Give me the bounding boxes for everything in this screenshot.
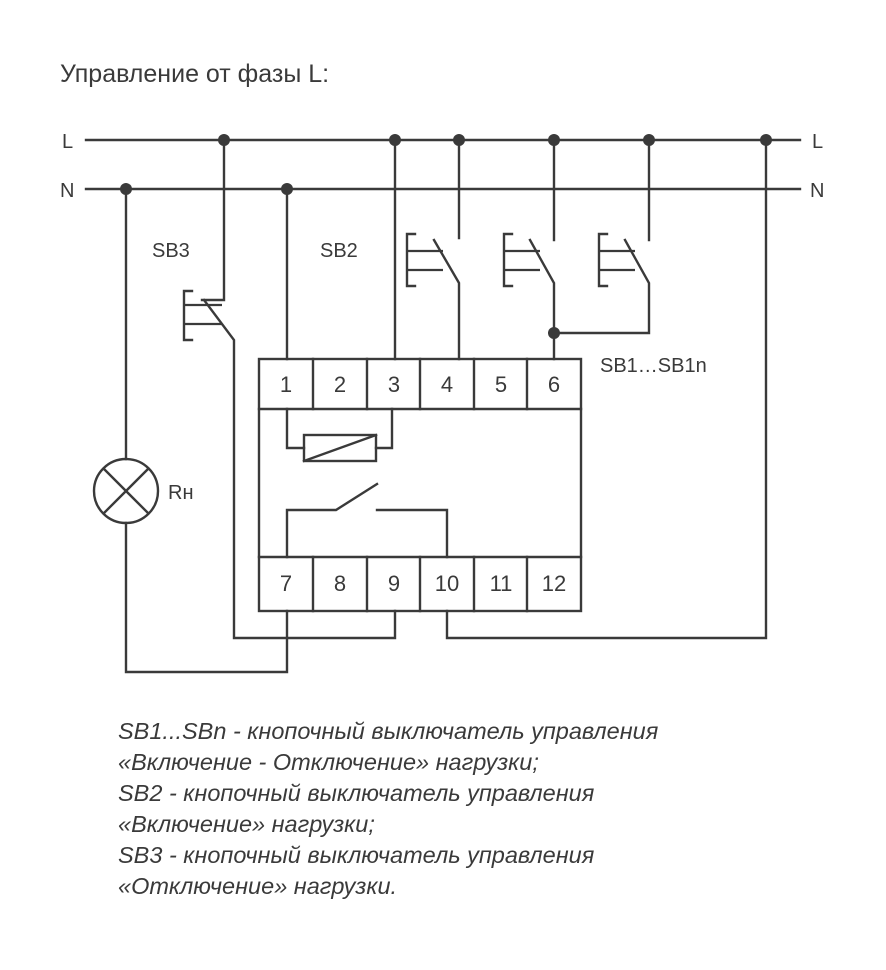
terminal-4: 4	[441, 372, 453, 397]
legend-line: SB1...SBn - кнопочный выключатель управл…	[118, 718, 659, 744]
terminal-9: 9	[388, 571, 400, 596]
neutral-label-right: N	[810, 180, 824, 202]
legend-line: «Включение - Отключение» нагрузки;	[118, 749, 539, 775]
diagram-title: Управление от фазы L:	[60, 60, 329, 88]
legend-line: «Отключение» нагрузки.	[118, 873, 398, 899]
sb1n-label: SB1…SB1n	[600, 355, 707, 377]
phase-label-right: L	[812, 131, 823, 153]
neutral-label-left: N	[60, 180, 74, 202]
relay-module	[257, 357, 583, 613]
load-lamp	[92, 187, 289, 674]
legend-line: «Включение» нагрузки;	[118, 811, 375, 837]
top-terminals: 1 2 3 4 5 6	[280, 372, 560, 397]
phase-label-left: L	[62, 131, 73, 153]
load-label: Rн	[168, 482, 194, 504]
terminal-12: 12	[542, 571, 566, 596]
terminal-11: 11	[490, 571, 513, 596]
junction-dots	[120, 134, 772, 339]
legend-line: SB3 - кнопочный выключатель управления	[118, 842, 595, 868]
sb1-switch	[502, 138, 556, 361]
terminal-1: 1	[280, 372, 292, 397]
terminal-2: 2	[334, 372, 346, 397]
terminal-6: 6	[548, 372, 560, 397]
sb2-label: SB2	[320, 240, 358, 262]
sb2-switch	[405, 138, 461, 361]
legend: SB1...SBn - кнопочный выключатель управл…	[118, 716, 858, 902]
bottom-terminals: 7 8 9 10 11 12	[280, 571, 566, 596]
terminal-5: 5	[495, 372, 507, 397]
phase-to-terminal-10-wire	[445, 138, 768, 640]
sb3-label: SB3	[152, 240, 190, 262]
terminal-7: 7	[280, 571, 292, 596]
sb3-switch	[182, 138, 397, 640]
legend-line: SB2 - кнопочный выключатель управления	[118, 780, 595, 806]
sb1n-switch	[552, 138, 651, 335]
terminal-8: 8	[334, 571, 346, 596]
relay-contact	[285, 482, 449, 559]
relay-coil	[285, 407, 394, 463]
terminal-10: 10	[435, 571, 459, 596]
wiring-diagram: Управление от фазы L: L N L N SB3 SB2	[60, 60, 824, 674]
terminal-3: 3	[388, 372, 400, 397]
